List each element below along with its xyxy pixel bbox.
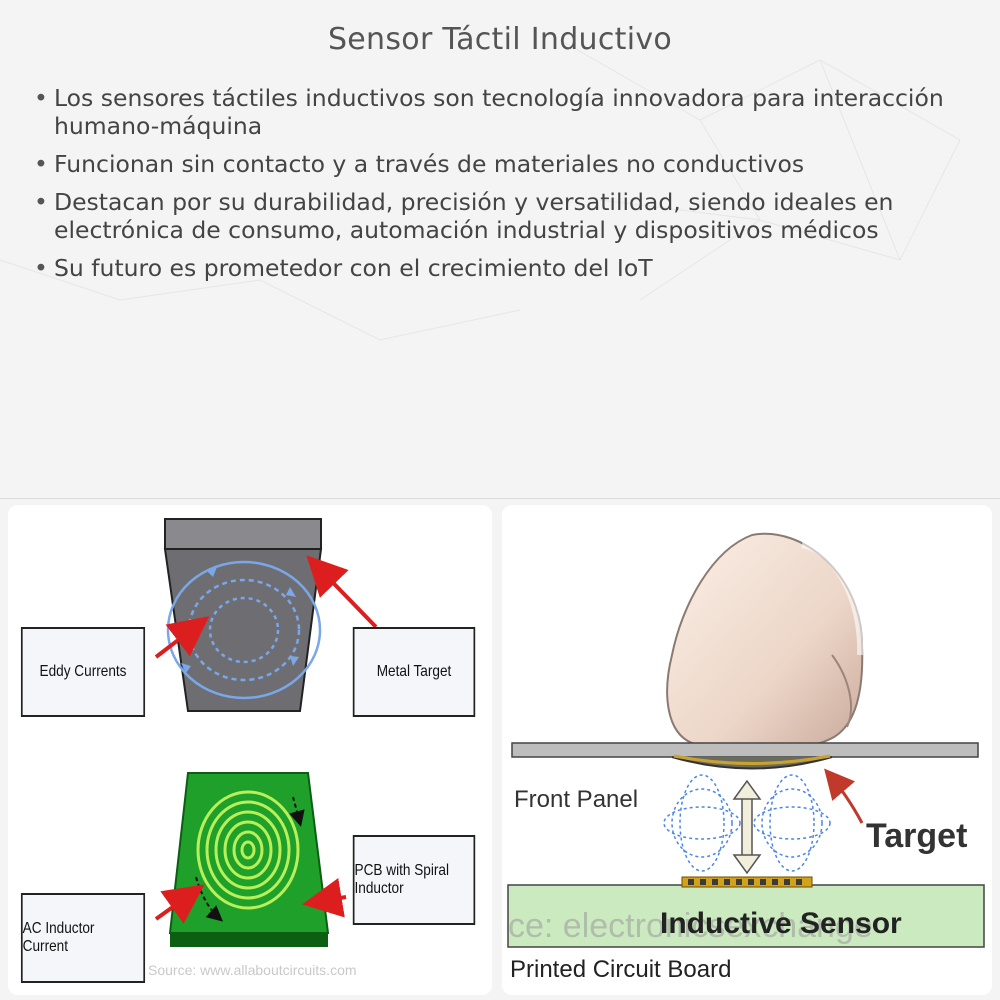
- ac-inductor-current-label: AC Inductor Current: [20, 893, 146, 983]
- pcb-spiral-inductor-label: PCB with Spiral Inductor: [352, 835, 476, 925]
- distance-arrow: [732, 779, 762, 875]
- pcb-label: Printed Circuit Board: [510, 956, 731, 983]
- bullet-list: Los sensores táctiles inductivos son tec…: [34, 84, 964, 292]
- target-label: Target: [866, 817, 967, 855]
- finger-illustration: [666, 532, 864, 753]
- front-panel: [511, 742, 979, 770]
- magnetic-field-lines: [663, 774, 831, 872]
- bullet-item: Funcionan sin contacto y a través de mat…: [34, 150, 964, 178]
- eddy-current-drawing: Source: www.allaboutcircuits.com: [148, 518, 378, 978]
- metal-target-label: Metal Target: [352, 627, 476, 717]
- divider: [0, 498, 1000, 499]
- eddy-current-diagram: Source: www.allaboutcircuits.com Eddy Cu…: [8, 505, 492, 995]
- bullet-item: Su futuro es prometedor con el crecimien…: [34, 254, 964, 282]
- front-panel-label: Front Panel: [514, 786, 638, 813]
- finger-sensor-drawing: ce: electronicsexchange Front Panel Targ…: [507, 532, 985, 983]
- bullet-item: Los sensores táctiles inductivos son tec…: [34, 84, 964, 140]
- inductive-sensor-label: Inductive Sensor: [660, 907, 902, 940]
- finger-sensor-diagram: ce: electronicsexchange Front Panel Targ…: [502, 505, 992, 995]
- eddy-currents-label: Eddy Currents: [20, 627, 146, 717]
- pcb-board: [168, 772, 330, 947]
- bullet-item: Destacan por su durabilidad, precisión y…: [34, 188, 964, 244]
- metal-target-block: [163, 518, 323, 712]
- source-credit: Source: www.allaboutcircuits.com: [148, 962, 357, 978]
- page-title: Sensor Táctil Inductivo: [327, 22, 673, 57]
- watermark: ce: electronicsexchange: [508, 907, 873, 945]
- printed-circuit-board: [507, 876, 985, 948]
